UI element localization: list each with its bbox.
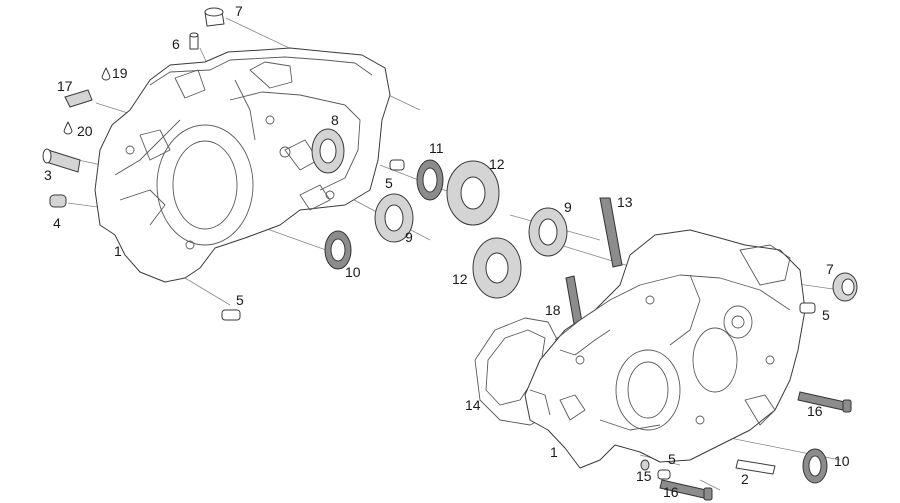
label-9-left: 9 bbox=[405, 229, 413, 245]
bearing-part-12-bottom bbox=[472, 237, 522, 299]
plug-part-6 bbox=[189, 32, 199, 50]
label-12-top: 12 bbox=[489, 156, 505, 172]
label-9-right: 9 bbox=[564, 199, 572, 215]
label-10-left: 10 bbox=[345, 264, 361, 280]
stud-part-18 bbox=[565, 275, 583, 325]
label-8: 8 bbox=[331, 112, 339, 128]
label-7-top: 7 bbox=[235, 3, 243, 19]
bearing-part-12-top bbox=[446, 160, 500, 226]
label-5-left: 5 bbox=[236, 292, 244, 308]
label-5-right: 5 bbox=[822, 307, 830, 323]
pin-part-2 bbox=[735, 459, 776, 475]
sleeve-part-3 bbox=[42, 148, 81, 173]
label-13: 13 bbox=[617, 194, 633, 210]
dowel-part-5-mid bbox=[389, 159, 405, 171]
drop-part-20 bbox=[63, 121, 73, 135]
label-10-right: 10 bbox=[834, 453, 850, 469]
dowel-part-5-left bbox=[221, 309, 241, 321]
label-18: 18 bbox=[545, 302, 561, 318]
label-5-mid: 5 bbox=[385, 175, 393, 191]
label-16-right: 16 bbox=[807, 403, 823, 419]
bolt-part-16-right bbox=[797, 391, 852, 413]
label-4: 4 bbox=[53, 215, 61, 231]
seal-part-10-right bbox=[802, 448, 828, 484]
screw-part-17 bbox=[64, 89, 93, 108]
bolt-part-16-bottom bbox=[659, 479, 713, 501]
label-12-bottom: 12 bbox=[452, 271, 468, 287]
label-5-bottom: 5 bbox=[668, 451, 676, 467]
cap-part-7-top bbox=[204, 7, 225, 27]
label-19: 19 bbox=[112, 65, 128, 81]
label-1-right: 1 bbox=[550, 444, 558, 460]
label-2: 2 bbox=[741, 471, 749, 487]
label-20: 20 bbox=[77, 123, 93, 139]
seal-part-10-left bbox=[324, 230, 352, 270]
cap-part-7-right bbox=[832, 272, 858, 302]
drop-part-19 bbox=[101, 67, 111, 81]
label-11: 11 bbox=[429, 140, 444, 156]
bearing-part-9-right bbox=[528, 207, 568, 257]
bearing-part-8 bbox=[311, 128, 345, 174]
dowel-part-5-right bbox=[799, 302, 816, 314]
label-1-left: 1 bbox=[114, 243, 122, 259]
label-16-bottom: 16 bbox=[663, 484, 679, 500]
right-crankcase-half bbox=[524, 229, 806, 469]
seal-part-11 bbox=[416, 159, 444, 201]
label-15: 15 bbox=[636, 468, 652, 484]
label-7-right: 7 bbox=[826, 261, 834, 277]
washer-part-15 bbox=[640, 459, 650, 471]
label-6: 6 bbox=[172, 36, 180, 52]
left-crankcase-half bbox=[94, 47, 391, 283]
label-14: 14 bbox=[465, 397, 481, 413]
stud-part-13 bbox=[599, 197, 623, 268]
label-3: 3 bbox=[44, 167, 52, 183]
bearing-part-9-left bbox=[374, 193, 414, 243]
dowel-part-5-bottom bbox=[657, 469, 671, 480]
plug-part-4 bbox=[49, 194, 67, 208]
label-17: 17 bbox=[57, 78, 73, 94]
